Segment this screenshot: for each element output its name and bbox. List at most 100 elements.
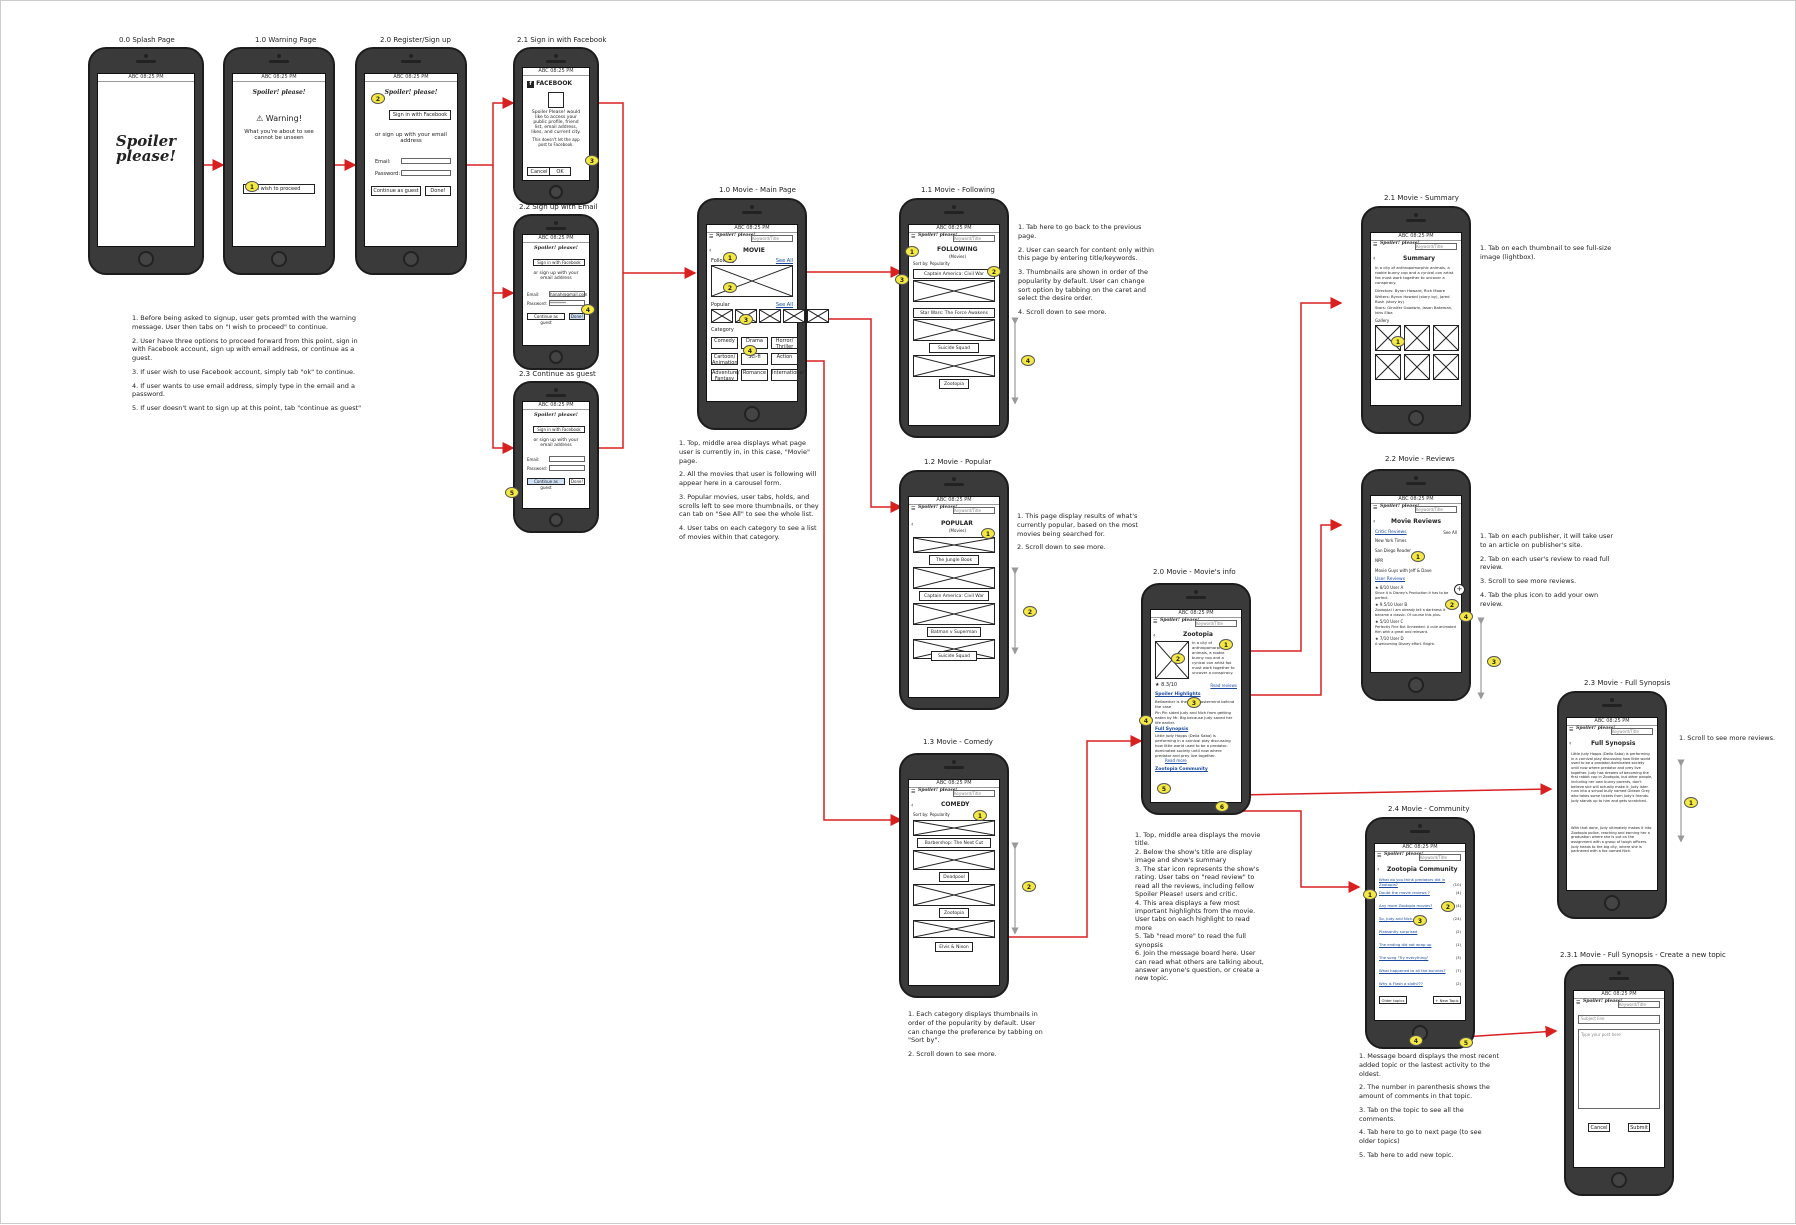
movie-item[interactable]: Deadpool [939,872,969,882]
sort-dropdown[interactable]: Sort by: Popularity [913,812,950,817]
movie-item[interactable]: Captain America: Civil War [919,591,989,601]
menu-icon[interactable]: ☰ [1576,1000,1581,1006]
critic-item[interactable]: NPR [1375,558,1384,563]
movie-item[interactable]: Elvis & Nixon [935,942,973,952]
menu-icon[interactable]: ☰ [709,234,714,240]
facebook-signin-button[interactable]: Sign in with Facebook [533,259,585,266]
guest-button[interactable]: Continue as guest [371,186,421,196]
category-cartoon[interactable]: Cartoon/ Animation [711,353,738,366]
email-field[interactable] [401,158,451,164]
subject-input[interactable]: Subject line [1578,1015,1660,1024]
movie-thumb[interactable] [913,820,995,836]
post-textarea[interactable]: Type your post here [1578,1029,1660,1109]
back-icon[interactable]: ‹ [709,247,712,254]
gallery-thumb[interactable] [1404,325,1430,351]
search-input[interactable]: Keyword/Title [1415,243,1457,250]
movie-item[interactable]: Barbershop: The Next Cut [917,838,991,848]
topic-row[interactable]: Pleasantly surprised (2) [1379,929,1461,934]
done-button[interactable]: Done! [569,478,585,485]
menu-icon[interactable]: ☰ [1569,727,1574,733]
movie-thumb[interactable] [913,537,995,553]
movie-item[interactable]: Captain America: Civil War [913,269,995,279]
category-adventure[interactable]: Adventure/ Fantasy [711,369,740,382]
back-icon[interactable]: ‹ [1373,255,1376,262]
topic-row[interactable]: Doubt the movie reviews ? (4) [1379,890,1461,895]
email-field[interactable]: hanah@gmail.com [549,291,588,297]
cancel-button[interactable]: Cancel [1588,1123,1610,1132]
topic-row[interactable]: The song "Try everything" (3) [1379,955,1461,960]
facebook-signin-button[interactable]: Sign in with Facebook [389,110,451,120]
movie-item[interactable]: Batman v Superman [927,627,981,637]
topic-row[interactable]: So, Judy and Nick...? (24) [1379,916,1461,921]
menu-icon[interactable]: ☰ [1373,242,1378,248]
category-romance[interactable]: Romance [741,369,768,381]
search-input[interactable]: Keyword/Title [1611,728,1653,735]
done-button[interactable]: Done! [425,186,451,196]
proceed-button[interactable]: I wish to proceed [243,184,315,194]
popular-thumb[interactable] [783,309,805,323]
guest-button[interactable]: Continue as guest [527,313,565,325]
gallery-thumb[interactable] [1404,354,1430,380]
facebook-signin-button[interactable]: Sign in with Facebook [533,426,585,433]
movie-thumb[interactable] [913,355,995,377]
highlight-item[interactable]: Pin Pin sided Judy and Nick from getting… [1155,710,1233,725]
search-input[interactable]: Keyword/Title [751,235,793,242]
movie-thumb[interactable] [913,319,995,341]
back-icon[interactable]: ‹ [1373,518,1376,525]
critic-item[interactable]: New York Times [1375,538,1407,543]
older-topics-button[interactable]: Older topics [1379,996,1407,1004]
movie-thumb[interactable] [913,884,995,906]
movie-thumb[interactable] [913,567,995,589]
back-icon[interactable]: ‹ [1569,740,1572,747]
following-carousel[interactable] [711,265,793,297]
category-horror[interactable]: Horror/ Thriller [771,337,798,350]
search-input[interactable]: Keyword/Title [1618,1001,1660,1008]
movie-thumb[interactable] [913,850,995,870]
movie-item[interactable]: The Jungle Book [929,555,979,565]
movie-thumb[interactable] [913,280,995,302]
search-input[interactable]: Keyword/Title [1195,620,1237,627]
popular-thumb[interactable] [711,309,733,323]
category-international[interactable]: International [771,369,804,381]
topic-row[interactable]: Why is Flash a sloth??? (2) [1379,981,1461,986]
topic-row[interactable]: Any more Zootopia movies? (4) [1379,903,1461,908]
menu-icon[interactable]: ☰ [911,234,916,240]
critic-item[interactable]: San Diego Reader [1375,548,1411,553]
fb-cancel-button[interactable]: Cancel [527,167,551,176]
topic-row[interactable]: What do you think predators did in Zooto… [1379,877,1461,887]
popular-thumb[interactable] [807,309,829,323]
password-field[interactable] [401,170,451,176]
movie-item-zootopia[interactable]: Zootopia [939,908,969,918]
add-review-icon[interactable]: + [1454,584,1465,595]
submit-button[interactable]: Submit [1628,1123,1650,1132]
search-input[interactable]: Keyword/Title [953,790,995,797]
menu-icon[interactable]: ☰ [911,506,916,512]
movie-item[interactable]: Star Wars: The Force Awakens [913,308,995,318]
back-icon[interactable]: ‹ [911,521,914,528]
movie-thumb[interactable] [913,920,995,938]
done-button[interactable]: Done! [569,313,585,320]
back-icon[interactable]: ‹ [1153,632,1156,639]
new-topic-button[interactable]: + New Topic [1433,996,1461,1004]
guest-button[interactable]: Continue as guest [527,478,565,490]
popular-thumb[interactable] [759,309,781,323]
category-comedy[interactable]: Comedy [711,337,738,349]
gallery-thumb[interactable] [1433,325,1459,351]
read-more-link[interactable]: Read more [1165,758,1187,763]
community-link[interactable]: Zootopia Community [1155,767,1208,772]
topic-row[interactable]: The ending did not wrap up (1) [1379,942,1461,947]
topic-row[interactable]: What happened to all the bunnies? (7) [1379,968,1461,973]
search-input[interactable]: Keyword/Title [1415,506,1457,513]
movie-item[interactable]: Zootopia [939,379,969,389]
movie-summary[interactable]: In a city of anthropomorphic animals, a … [1192,640,1235,675]
critic-item[interactable]: Movie Guys with Jeff & Dave [1375,568,1432,573]
password-field[interactable]: ******** [549,300,585,306]
back-icon[interactable]: ‹ [911,802,914,809]
search-input[interactable]: Keyword/Title [1419,854,1461,861]
gallery-thumb[interactable] [1433,354,1459,380]
see-all-popular[interactable]: See All [775,302,793,308]
see-all-following[interactable]: See All [775,258,793,264]
